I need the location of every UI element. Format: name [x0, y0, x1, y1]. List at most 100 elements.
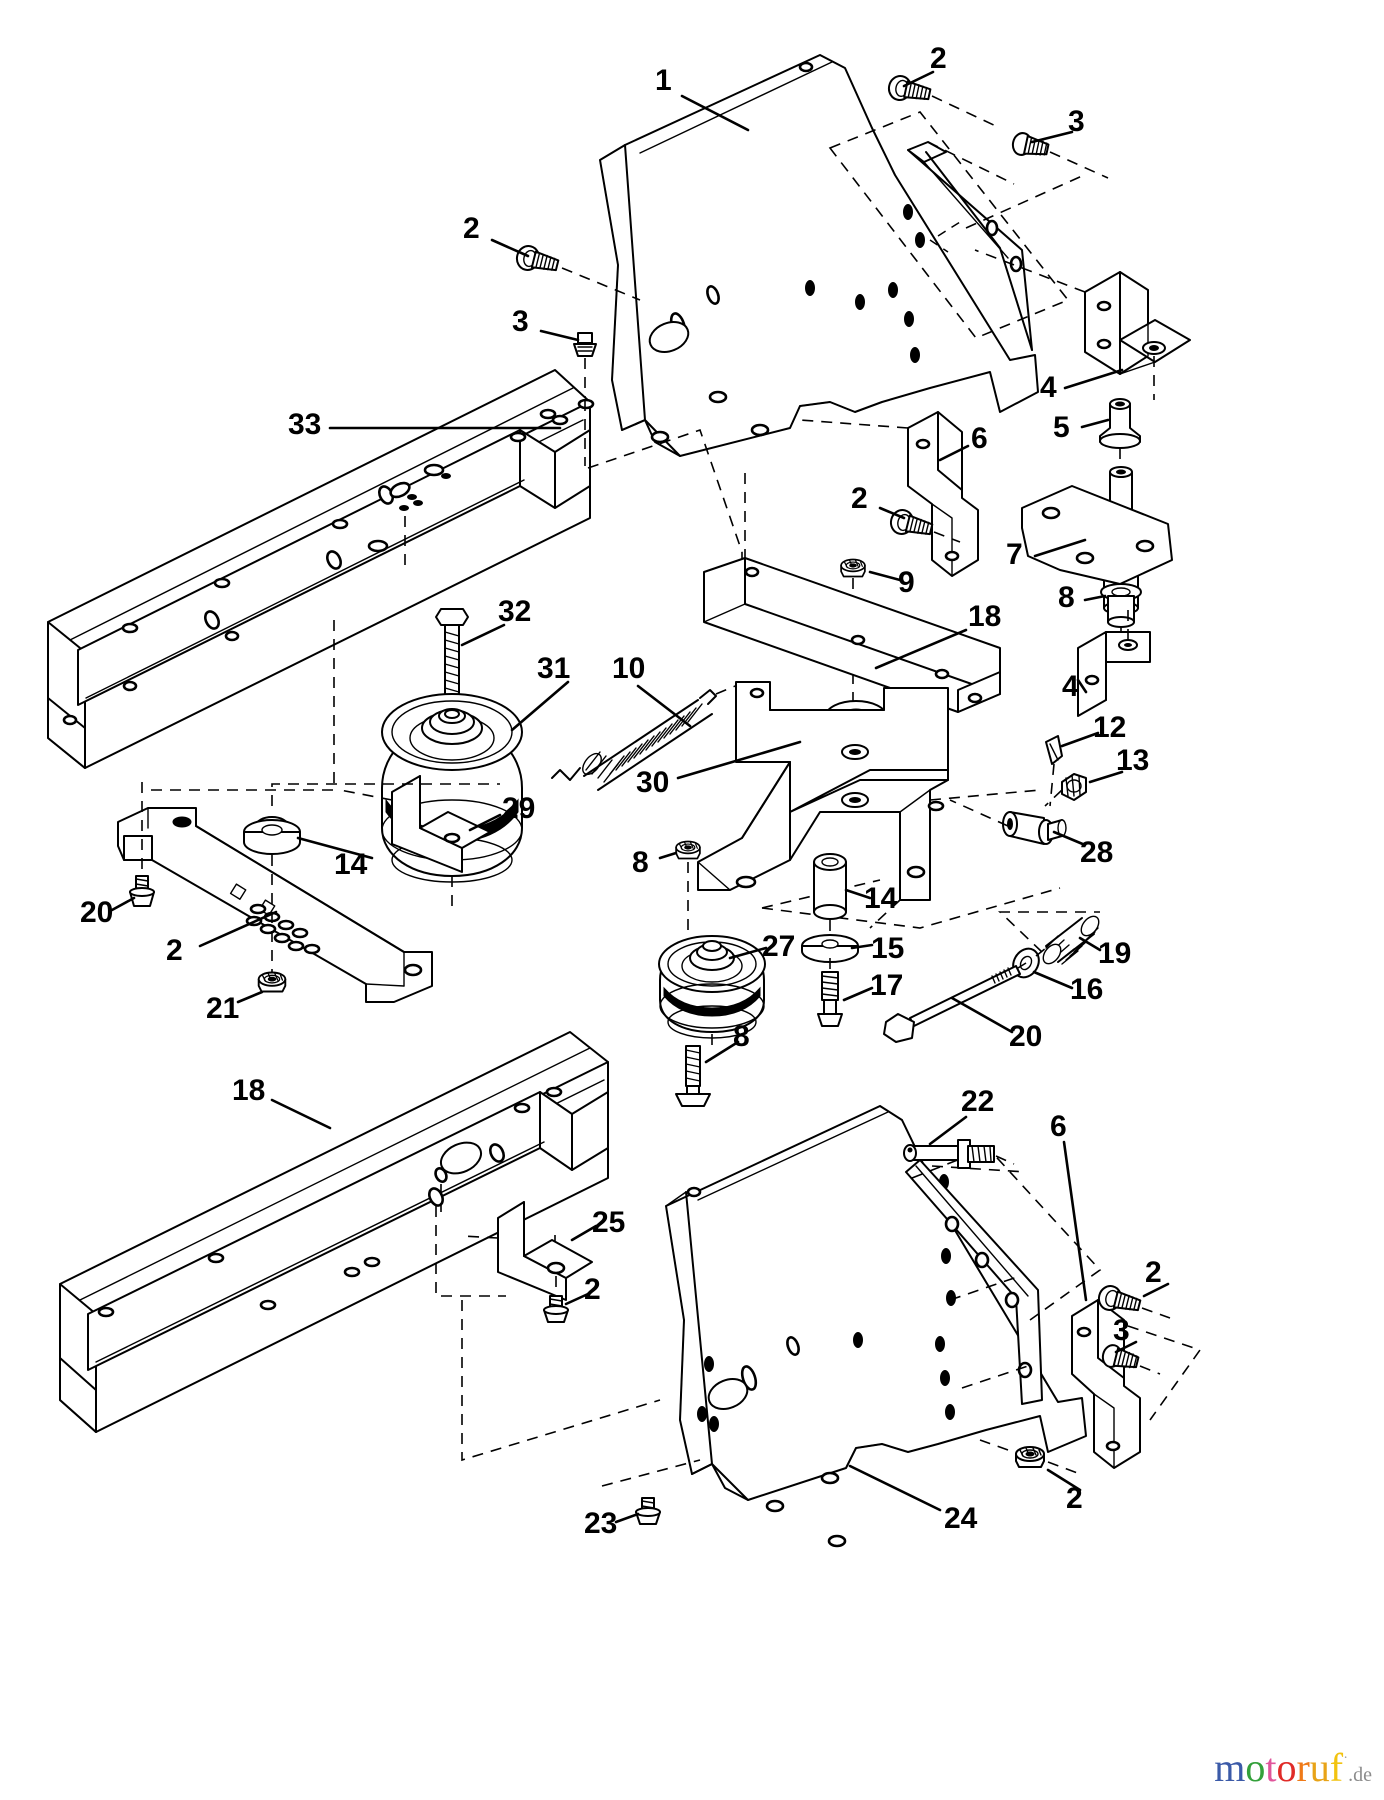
callout-6-lower: 6: [1050, 1110, 1088, 1302]
callout-16: 17: [842, 969, 903, 1002]
callout-30: 30: [636, 740, 802, 799]
callout-label-6b: 6: [1050, 1110, 1067, 1143]
callout-label-1: 1: [655, 64, 672, 97]
part-2-screw-plate27: 20: [80, 875, 155, 929]
callout-label-17: 27: [762, 930, 795, 963]
part-7-pivot-plate: [1021, 485, 1173, 598]
part-2-screw-center: 2: [851, 482, 961, 543]
callout-label-28: 14: [334, 848, 368, 881]
part-4-angle-bracket-top: [974, 249, 1191, 400]
callout-4-lower: 4: [1062, 670, 1088, 703]
callout-label-25: 25: [592, 1206, 625, 1239]
logo-letter-f: f: [1329, 1745, 1344, 1790]
callout-label-8a: 9: [898, 566, 915, 599]
callout-label-2a: 2: [930, 42, 947, 75]
part-18-bolt-upper: [435, 608, 469, 718]
part-6-offset-bracket-lower: [1071, 1299, 1202, 1469]
callout-8-center: 8: [632, 846, 678, 879]
callout-label-16: 17: [870, 969, 903, 1002]
part-8-nut-lower-left: [257, 971, 287, 993]
part-2-screw-top: 2: [885, 42, 1001, 129]
callout-28: 14: [296, 836, 374, 881]
part-3-screw-top: 3: [1009, 105, 1109, 179]
logo-letter-o1: o: [1245, 1745, 1266, 1790]
callout-label-12: 13: [1116, 744, 1149, 777]
callout-4-top: 4: [1040, 368, 1124, 404]
part-2-screw-clip25: 2: [543, 1273, 601, 1323]
callout-label-20: 16: [1070, 973, 1103, 1006]
callout-9: 18: [874, 600, 1001, 670]
callout-5-top: 5: [1053, 411, 1110, 444]
logo-letter-u: u: [1309, 1745, 1330, 1790]
callout-18-upper: 32: [460, 595, 531, 647]
callout-8-upper: 9: [868, 566, 915, 599]
motoruf-watermark: motoruf˙.de: [1214, 1748, 1372, 1788]
callout-12: 13: [1088, 744, 1149, 784]
callout-label-27: 2: [166, 934, 183, 967]
callout-25: 25: [570, 1206, 625, 1242]
callout-label-31: 10: [612, 652, 645, 685]
part-9-cross-brace: [703, 472, 1001, 713]
part-16-carriage-bolt: [817, 971, 843, 1027]
part-30-idler-mount-bracket: [697, 681, 1061, 929]
callout-label-11: 12: [1093, 711, 1126, 744]
callout-label-19: 19: [1098, 937, 1131, 970]
callout-label-6a: 6: [971, 422, 988, 455]
callout-17: 27: [728, 930, 795, 963]
part-2-screw-panel24: 23: [584, 1459, 701, 1540]
part-3-screw-bracket6: 3: [1099, 1314, 1161, 1375]
logo-letter-o2: o: [1276, 1745, 1297, 1790]
callout-33: 33: [288, 408, 562, 441]
callout-label-2b: 2: [463, 212, 480, 245]
callout-31: 10: [612, 652, 692, 728]
part-19-compression-spring: [998, 911, 1100, 965]
callout-5-lower: 8: [1058, 581, 1107, 614]
callout-label-5b: 8: [1058, 581, 1075, 614]
callout-label-29: 29: [502, 792, 535, 825]
part-5-bushing-top: [1099, 398, 1141, 470]
part-25-angle-clip: [461, 1201, 593, 1301]
callout-label-4a: 4: [1040, 371, 1057, 404]
part-1-side-chassis-panel-right: [599, 54, 1083, 457]
callout-24: 24: [848, 1464, 978, 1535]
callout-label-18b: 8: [733, 1020, 750, 1053]
callout-label-9: 18: [968, 600, 1001, 633]
callout-label-2g: 23: [584, 1507, 617, 1540]
callout-14: 14: [844, 882, 898, 915]
part-21-hex-bolt-long: [883, 962, 1027, 1043]
callout-label-22: 22: [961, 1085, 994, 1118]
part-12-lock-nut: [1044, 773, 1087, 807]
callout-21: 20: [950, 996, 1042, 1053]
callout-32: 31: [510, 652, 570, 732]
callout-label-14: 14: [864, 882, 898, 915]
part-14-spacer-tube: [813, 853, 847, 936]
part-17-idler-pulley-small: [658, 935, 766, 1052]
callout-label-13: 28: [1080, 836, 1113, 869]
callout-label-33: 33: [288, 408, 321, 441]
callout-label-8b: 8: [632, 846, 649, 879]
callout-label-7: 7: [1006, 538, 1023, 571]
callout-label-8c: 21: [206, 992, 239, 1025]
part-2-screw-left: 2: [463, 212, 641, 301]
callout-label-23: 2: [1066, 1482, 1083, 1515]
callout-label-32: 31: [537, 652, 570, 685]
part-33-frame-rail-upper-left: [47, 369, 743, 791]
callout-7: 7: [1006, 538, 1087, 571]
callout-27: 2: [166, 910, 278, 967]
callout-19: 19: [1078, 936, 1131, 970]
part-3-screw-left: 3: [512, 305, 597, 400]
part-4-angle-bracket-lower: [1077, 608, 1151, 717]
callout-18-lower: 8: [704, 1020, 750, 1064]
callout-label-2c: 2: [851, 482, 868, 515]
callout-6-top: 6: [938, 422, 988, 462]
callout-label-3a: 3: [1068, 105, 1085, 138]
part-28-spacer-washer: [243, 819, 301, 855]
logo-letter-t: t: [1265, 1745, 1277, 1790]
callout-29: 29: [468, 792, 535, 832]
callout-label-15: 15: [871, 932, 904, 965]
callout-13: 28: [1052, 830, 1113, 869]
part-6-offset-bracket-top: [799, 411, 979, 577]
part-20-flat-washer-small: [1012, 947, 1047, 979]
